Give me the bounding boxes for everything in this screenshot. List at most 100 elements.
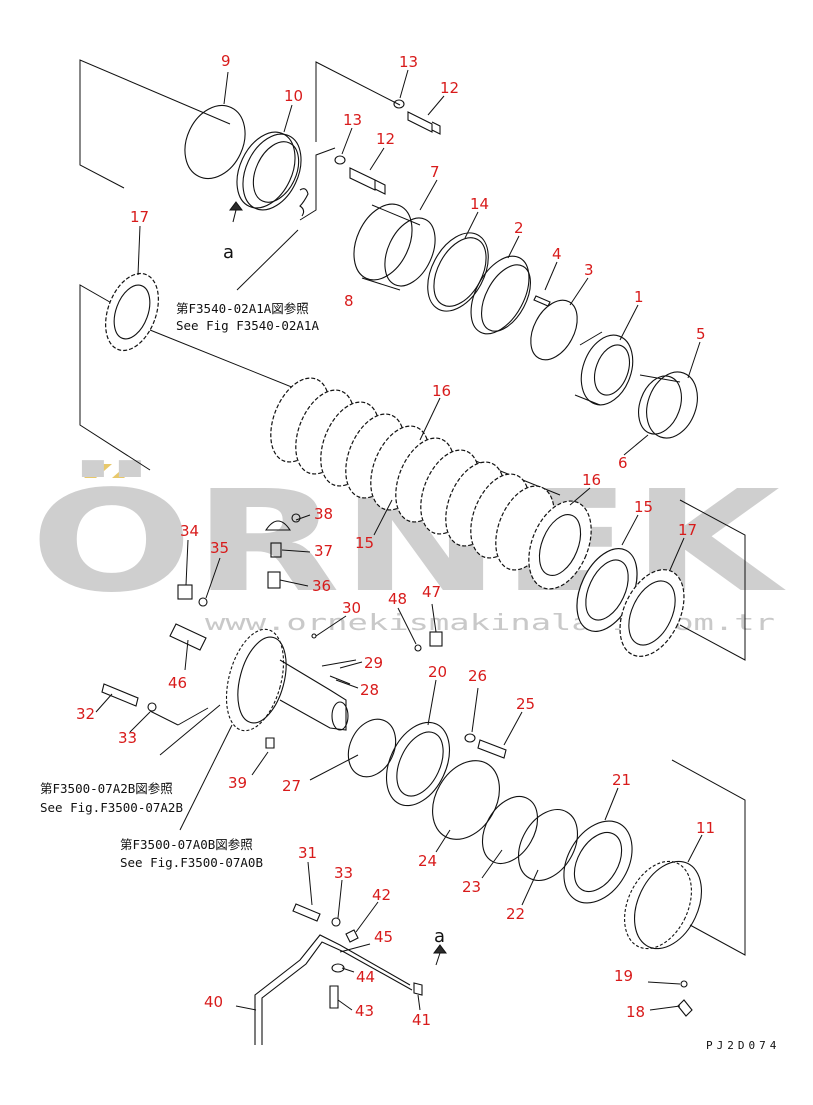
- part-clip: [299, 188, 309, 217]
- part-carrier-housing: [225, 628, 349, 732]
- callout-20[interactable]: 20: [428, 663, 447, 681]
- part-26-washer: [464, 733, 476, 743]
- callout-26[interactable]: 26: [468, 667, 487, 685]
- part-42: [345, 929, 359, 943]
- callout-38[interactable]: 38: [314, 505, 333, 523]
- callout-1[interactable]: 1: [634, 288, 644, 306]
- part-5-hub: [646, 371, 698, 439]
- part-28: [329, 675, 351, 685]
- callout-28[interactable]: 28: [360, 681, 379, 699]
- callout-36[interactable]: 36: [312, 577, 331, 595]
- callout-10[interactable]: 10: [284, 87, 303, 105]
- callout-7[interactable]: 7: [430, 163, 440, 181]
- part-39: [265, 737, 275, 749]
- callout-44[interactable]: 44: [356, 968, 375, 986]
- callout-35[interactable]: 35: [210, 539, 229, 557]
- drawing-code: PJ2D074: [706, 1039, 780, 1052]
- callout-25[interactable]: 25: [516, 695, 535, 713]
- callout-17-right[interactable]: 17: [678, 521, 697, 539]
- watermark-url: www.ornekismakinalari.com.tr: [205, 611, 775, 636]
- callout-22[interactable]: 22: [506, 905, 525, 923]
- callout-16-right[interactable]: 16: [582, 471, 601, 489]
- callout-14[interactable]: 14: [470, 195, 489, 213]
- arrow-up-icon: [229, 201, 243, 211]
- callout-40[interactable]: 40: [204, 993, 223, 1011]
- callout-47[interactable]: 47: [422, 583, 441, 601]
- watermark-accent-left: [84, 464, 112, 478]
- ref-2-jp: 第F3500-07A2B図参照: [40, 781, 173, 796]
- callout-6[interactable]: 6: [618, 454, 628, 472]
- part-40-pipe: [254, 934, 411, 1045]
- callout-15-right[interactable]: 15: [634, 498, 653, 516]
- callout-43[interactable]: 43: [355, 1002, 374, 1020]
- callout-21[interactable]: 21: [612, 771, 631, 789]
- callouts: 9 10 13 12 13 12 7 17 14 2 4 3 1 8 5 6 1…: [76, 52, 715, 1029]
- part-19: [680, 980, 688, 988]
- callout-46[interactable]: 46: [168, 674, 187, 692]
- part-16-disc: [528, 500, 592, 590]
- callout-23[interactable]: 23: [462, 878, 481, 896]
- callout-19[interactable]: 19: [614, 967, 633, 985]
- part-22-ring: [517, 809, 579, 881]
- part-29: [321, 659, 357, 667]
- part-1-hub: [580, 334, 634, 406]
- callout-41[interactable]: 41: [412, 1011, 431, 1029]
- callout-5[interactable]: 5: [696, 325, 706, 343]
- callout-33[interactable]: 33: [118, 729, 137, 747]
- callout-30[interactable]: 30: [342, 599, 361, 617]
- callout-9[interactable]: 9: [221, 52, 231, 70]
- callout-45[interactable]: 45: [374, 928, 393, 946]
- part-18: [677, 999, 693, 1017]
- callout-13[interactable]: 13: [399, 53, 418, 71]
- callout-24[interactable]: 24: [418, 852, 437, 870]
- callout-37[interactable]: 37: [314, 542, 333, 560]
- reference-notes: 第F3540-02A1A図参照 See Fig F3540-02A1A 第F35…: [40, 301, 319, 870]
- callout-34[interactable]: 34: [180, 522, 199, 540]
- part-27-ring: [347, 718, 397, 778]
- part-20-piston: [385, 721, 451, 807]
- clutch-disc-stack: [270, 377, 592, 590]
- part-3-snap-ring: [530, 299, 578, 361]
- frame-disc-right: [679, 499, 746, 661]
- callout-12[interactable]: 12: [440, 79, 459, 97]
- callout-18[interactable]: 18: [626, 1003, 645, 1021]
- part-4-pin: [533, 295, 551, 307]
- callout-15[interactable]: 15: [355, 534, 374, 552]
- callout-2[interactable]: 2: [514, 219, 524, 237]
- ref-3-jp: 第F3500-07A0B図参照: [120, 837, 253, 852]
- callout-39[interactable]: 39: [228, 774, 247, 792]
- callout-33-lower[interactable]: 33: [334, 864, 353, 882]
- callout-31[interactable]: 31: [298, 844, 317, 862]
- callout-48[interactable]: 48: [388, 590, 407, 608]
- part-35-ring: [198, 597, 208, 607]
- part-11-drum: [624, 860, 692, 950]
- part-41-fitting: [413, 982, 423, 996]
- part-38-cap: [264, 520, 292, 531]
- view-marker-a-lower: a: [434, 926, 445, 947]
- callout-8[interactable]: 8: [344, 292, 354, 310]
- frame-bolt-mid: [299, 147, 336, 221]
- ref-1-en: See Fig F3540-02A1A: [176, 318, 319, 333]
- part-23-ring: [481, 796, 539, 864]
- callout-32[interactable]: 32: [76, 705, 95, 723]
- callout-4[interactable]: 4: [552, 245, 562, 263]
- part-17-disc-right: [619, 569, 685, 657]
- callout-27[interactable]: 27: [282, 777, 301, 795]
- part-34-plug: [177, 584, 193, 600]
- part-13-washer-top: [393, 99, 405, 109]
- callout-12-mid[interactable]: 12: [376, 130, 395, 148]
- callout-17[interactable]: 17: [130, 208, 149, 226]
- callout-16[interactable]: 16: [432, 382, 451, 400]
- frame-bolt-top: [315, 61, 401, 142]
- callout-13-mid[interactable]: 13: [343, 111, 362, 129]
- part-33-washer: [147, 702, 157, 712]
- callout-3[interactable]: 3: [584, 261, 594, 279]
- part-44-clamp: [331, 963, 345, 973]
- callout-42[interactable]: 42: [372, 886, 391, 904]
- part-33-washer-lower: [331, 917, 341, 927]
- ref-3-en: See Fig.F3500-07A0B: [120, 855, 263, 870]
- callout-11[interactable]: 11: [696, 819, 715, 837]
- callout-29[interactable]: 29: [364, 654, 383, 672]
